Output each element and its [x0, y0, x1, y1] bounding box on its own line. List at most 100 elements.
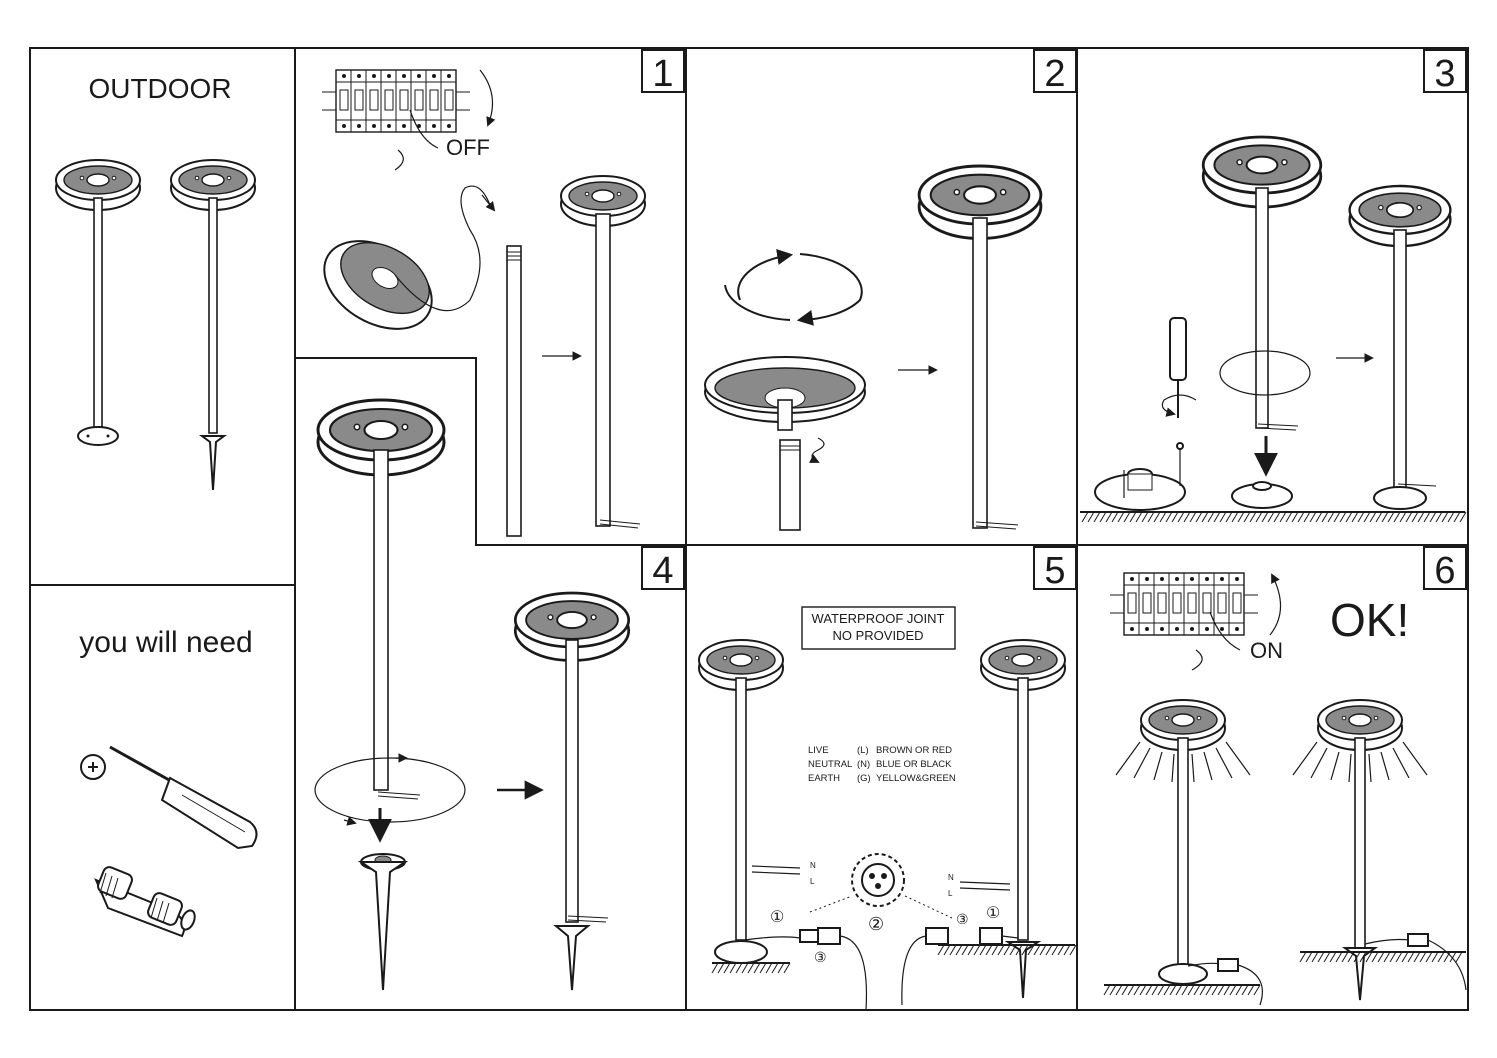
hatch-stroke: [783, 962, 791, 974]
wiring-neutral-code: (N): [857, 759, 870, 770]
hatch-stroke: [1323, 951, 1331, 963]
hatch-stroke: [777, 962, 785, 974]
hatch-stroke: [771, 962, 779, 974]
hatch-stroke: [1135, 511, 1143, 523]
callout-1-right: ①: [986, 905, 1000, 922]
hatch-stroke: [1407, 951, 1415, 963]
hatch-stroke: [1401, 951, 1409, 963]
hatch-stroke: [765, 962, 773, 974]
step-1-panel: 1 OFF: [321, 49, 685, 537]
hatch-stroke: [1211, 984, 1219, 996]
hatch-stroke: [1351, 511, 1359, 523]
hatch-stroke: [1169, 984, 1177, 996]
ground-hatching-step-3: [1081, 511, 1467, 523]
hatch-stroke: [1199, 984, 1207, 996]
hatch-stroke: [1139, 984, 1147, 996]
hatch-stroke: [1309, 511, 1317, 523]
step-3-number: 3: [1434, 53, 1455, 95]
hatch-stroke: [1359, 951, 1367, 963]
hatch-stroke: [1321, 511, 1329, 523]
hatch-stroke: [1449, 951, 1457, 963]
wiring-legend: LIVE (L) BROWN OR RED NEUTRAL (N) BLUE O…: [808, 745, 956, 784]
hatch-stroke: [1389, 951, 1397, 963]
hatch-stroke: [1051, 944, 1059, 956]
rotation-arrows-illustration: [724, 249, 863, 326]
hatch-stroke: [1009, 944, 1017, 956]
hatch-stroke: [1411, 511, 1419, 523]
hatch-stroke: [1033, 944, 1041, 956]
hatch-stroke: [1039, 944, 1047, 956]
hatch-stroke: [1153, 511, 1161, 523]
hatch-stroke: [1063, 944, 1071, 956]
hatch-stroke: [1223, 984, 1231, 996]
switch-on-label: ON: [1250, 638, 1283, 663]
hatch-stroke: [991, 944, 999, 956]
hatch-stroke: [1377, 951, 1385, 963]
hatch-stroke: [1291, 511, 1299, 523]
hatch-stroke: [747, 962, 755, 974]
wiring-live-color: BROWN OR RED: [876, 745, 952, 756]
hatch-stroke: [1187, 984, 1195, 996]
hatch-stroke: [1423, 511, 1431, 523]
screwdriver-illustration: [80, 745, 258, 850]
inline-connector-left: ① ③: [770, 909, 868, 1011]
hatch-stroke: [1317, 951, 1325, 963]
hatch-stroke: [1027, 944, 1035, 956]
step-2-number: 2: [1044, 53, 1065, 95]
hatch-stroke: [1347, 951, 1355, 963]
hatch-stroke: [1329, 951, 1337, 963]
hatch-stroke: [1369, 511, 1377, 523]
hatch-stroke: [1455, 951, 1463, 963]
hatch-stroke: [1105, 511, 1113, 523]
hatch-stroke: [1213, 511, 1221, 523]
hatch-stroke: [1015, 944, 1023, 956]
hatch-stroke: [1183, 511, 1191, 523]
hatch-stroke: [1297, 511, 1305, 523]
step-4-number: 4: [652, 550, 673, 592]
step-6-panel: 6 ON OK!: [1103, 546, 1467, 1006]
hatch-stroke: [1157, 984, 1165, 996]
step-5-panel: 5 WATERPROOF JOINT NO PROVIDED LIVE (L) …: [698, 546, 1077, 1011]
page-frame: [29, 47, 1469, 1011]
hatch-stroke: [1345, 511, 1353, 523]
hatch-stroke: [1429, 511, 1437, 523]
callout-1-left: ①: [770, 909, 784, 926]
hatch-stroke: [955, 944, 963, 956]
hatch-stroke: [1081, 511, 1089, 523]
hatch-stroke: [1243, 511, 1251, 523]
hatch-stroke: [1279, 511, 1287, 523]
waterproof-connector-illustration: [94, 866, 196, 938]
hatch-stroke: [1111, 511, 1119, 523]
hatch-stroke: [1305, 951, 1313, 963]
hatch-stroke: [967, 944, 975, 956]
connector-pin-detail: ②: [809, 853, 953, 934]
inline-connector-right: ③ ①: [901, 905, 1019, 1006]
hatch-stroke: [1381, 511, 1389, 523]
lit-lamp-spike-illustration: [1292, 699, 1467, 1001]
hatch-stroke: [1413, 951, 1421, 963]
wiring-live-name: LIVE: [808, 745, 829, 756]
hatch-stroke: [1387, 511, 1395, 523]
ground-hatching-step-5: [711, 944, 1077, 974]
assembled-lamp-step-2-illustration: [917, 164, 1043, 530]
hatch-stroke: [973, 944, 981, 956]
hatch-stroke: [1217, 984, 1225, 996]
hatch-stroke: [1189, 511, 1197, 523]
screwdriver-fixing-base-illustration: [1094, 317, 1197, 511]
hatch-stroke: [1375, 511, 1383, 523]
wiring-neutral-name: NEUTRAL: [808, 759, 852, 770]
hatch-stroke: [1165, 511, 1173, 523]
hatch-stroke: [1459, 511, 1467, 523]
breaker-panel-on-illustration: [1109, 572, 1259, 636]
hatch-stroke: [1229, 984, 1237, 996]
hatch-stroke: [1231, 511, 1239, 523]
ok-label: OK!: [1330, 594, 1409, 646]
pin-n-left: N: [810, 861, 816, 870]
hatch-stroke: [949, 944, 957, 956]
hatch-stroke: [1087, 511, 1095, 523]
hatch-stroke: [943, 944, 951, 956]
hatch-stroke: [1417, 511, 1425, 523]
hatch-stroke: [1249, 511, 1257, 523]
hatch-stroke: [1441, 511, 1449, 523]
